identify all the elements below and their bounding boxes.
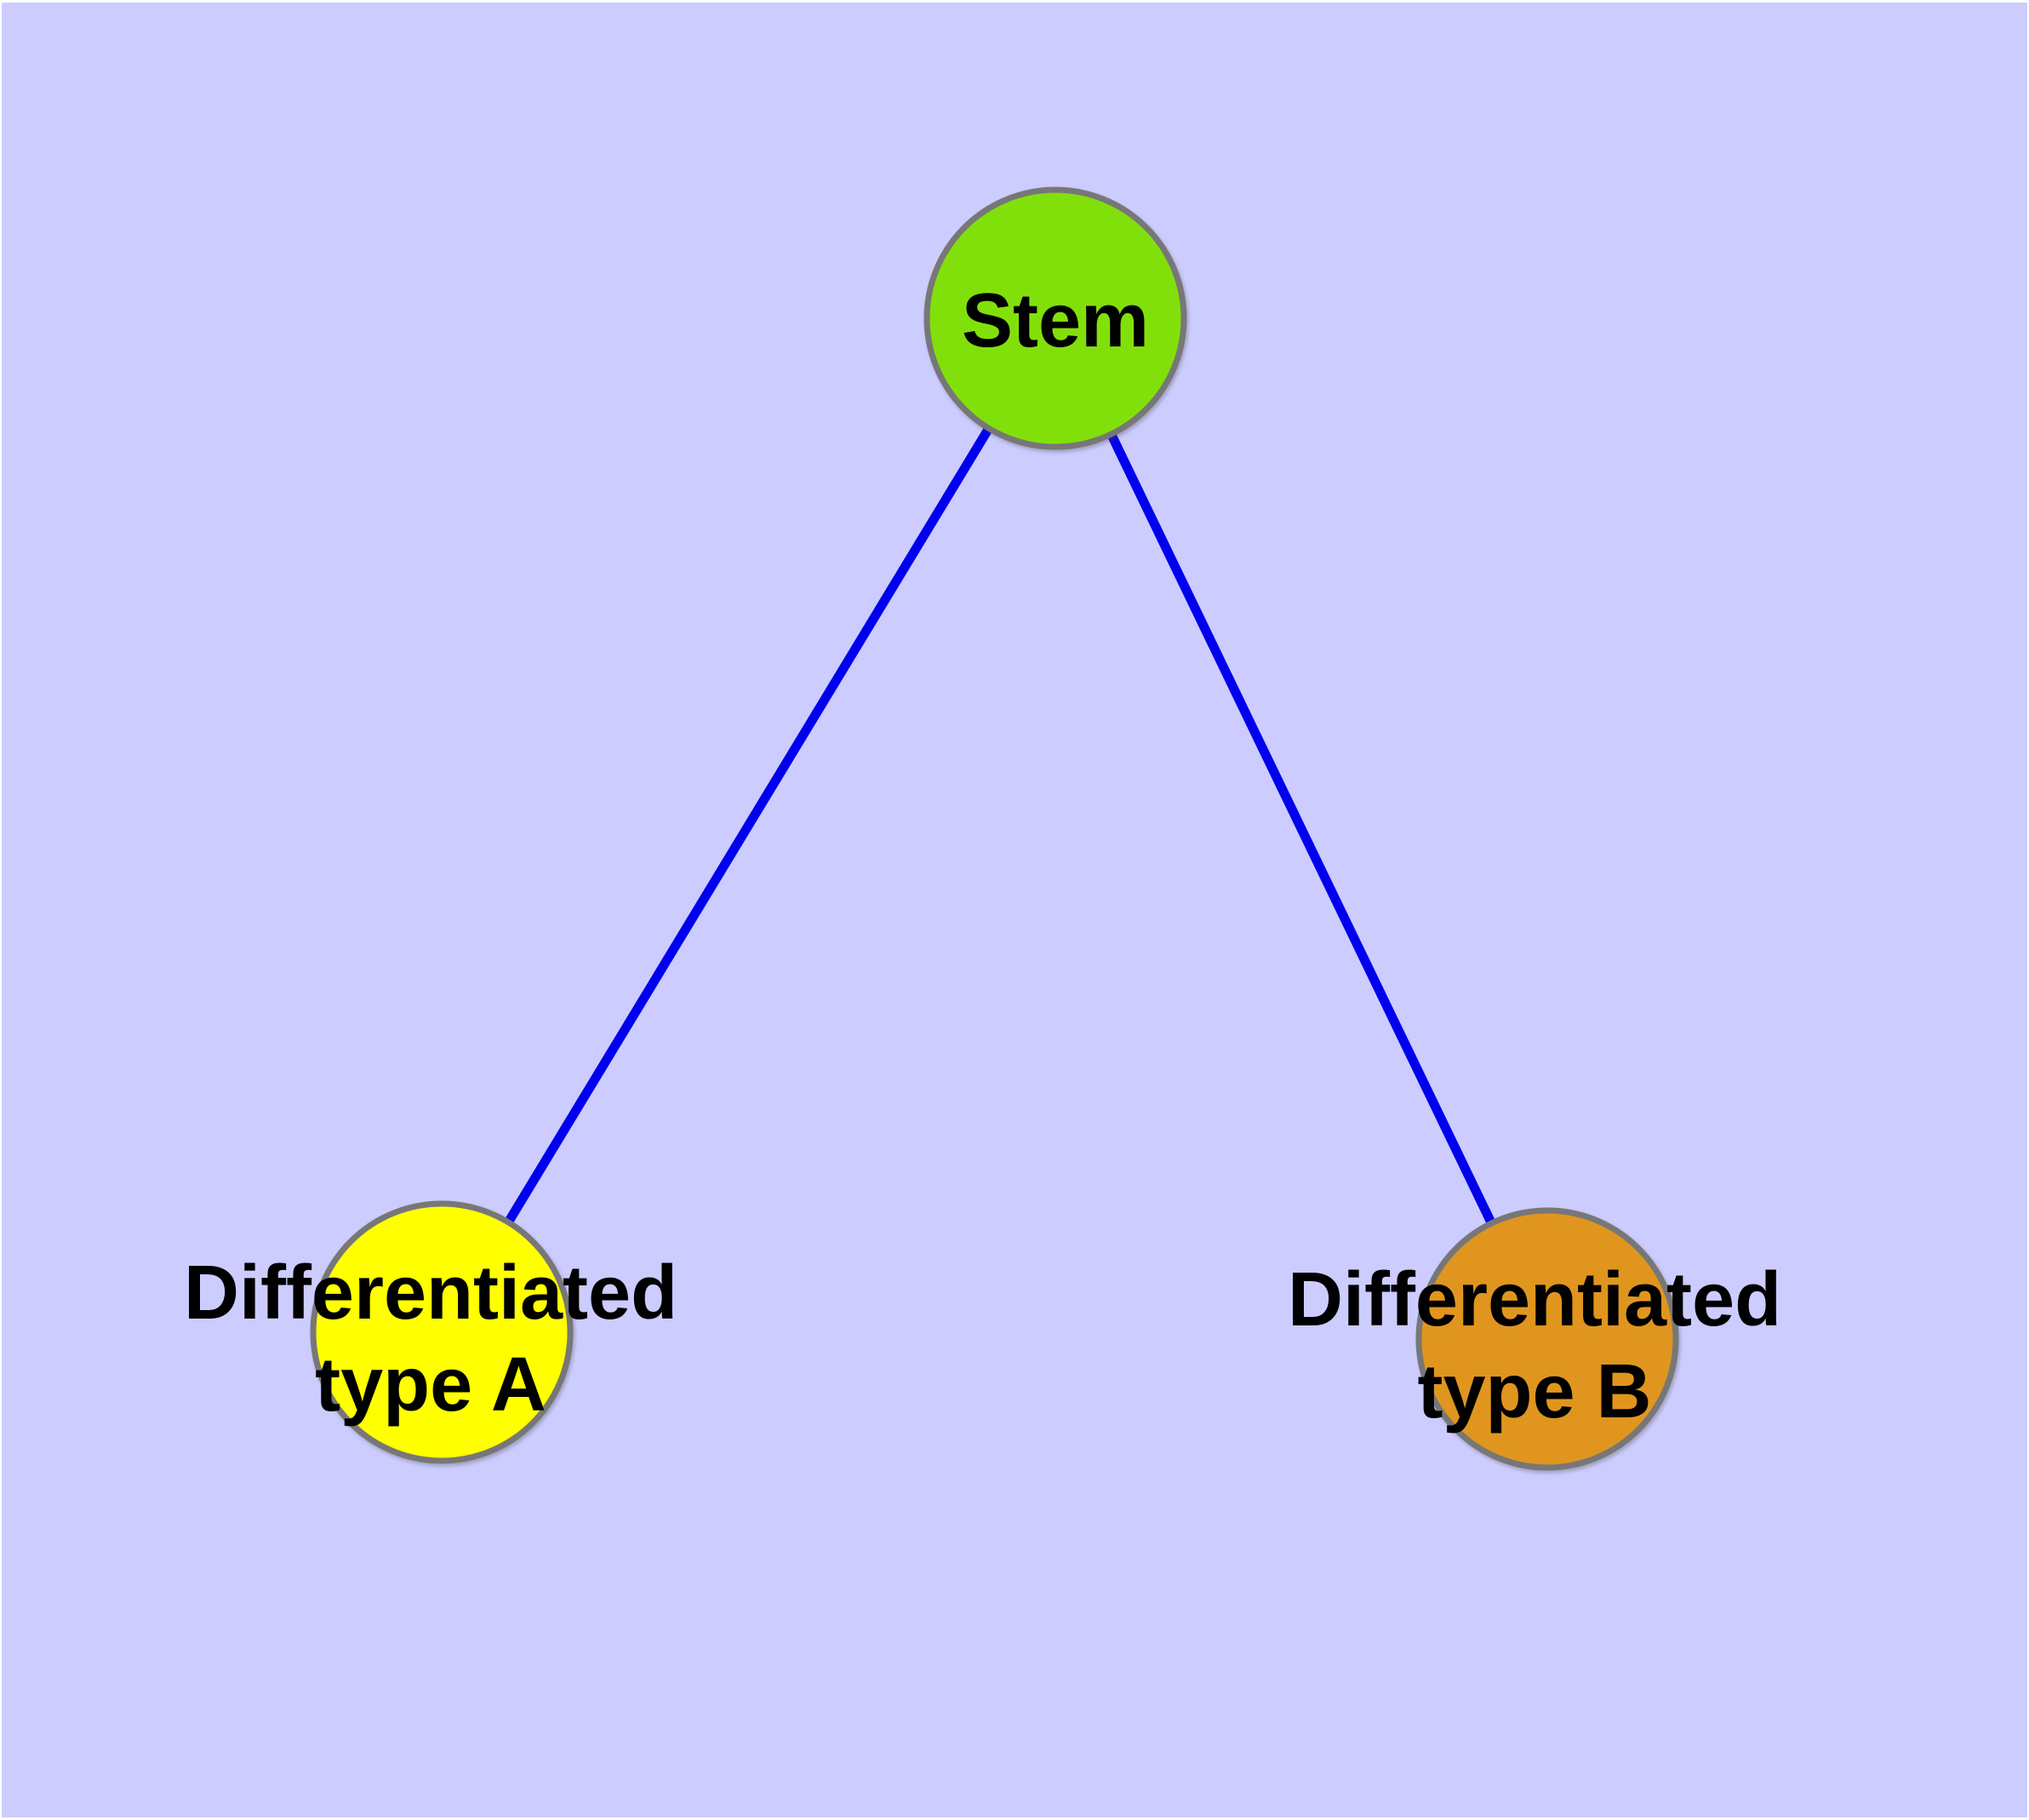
edge-layer xyxy=(437,316,1552,1342)
stem-circle xyxy=(923,186,1187,450)
node-differentiated-type-b: Differentiated type B xyxy=(1288,1207,1781,1471)
differentiated-type-a-label-line1: Differentiated xyxy=(184,1251,677,1336)
stem-label: Stem xyxy=(962,278,1149,363)
edge-stem-to-differentiated-type-a xyxy=(437,316,1060,1335)
differentiated-type-b-circle xyxy=(1415,1207,1679,1471)
differentiated-type-a-circle xyxy=(310,1200,574,1464)
differentiated-type-b-label-line2: type B xyxy=(1417,1349,1651,1434)
differentiated-type-b-label-line1: Differentiated xyxy=(1288,1257,1781,1342)
node-differentiated-type-a: Differentiated type A xyxy=(184,1200,677,1464)
edge-stem-to-differentiated-type-b xyxy=(1051,316,1552,1342)
node-stem: Stem xyxy=(923,186,1187,450)
differentiated-type-a-label-line2: type A xyxy=(315,1342,546,1428)
